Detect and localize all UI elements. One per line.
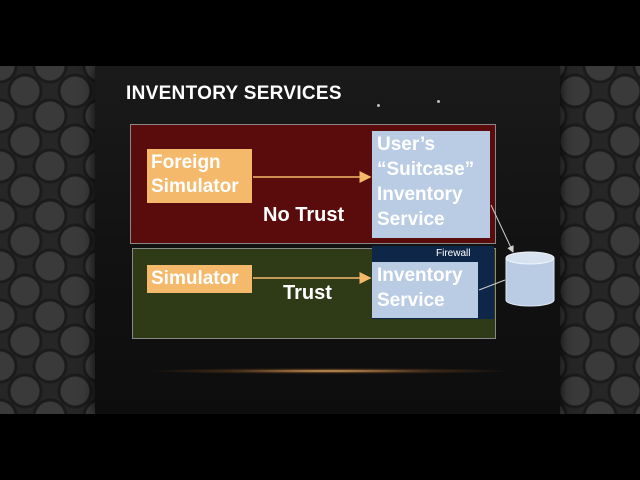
letterbox-top bbox=[0, 0, 640, 66]
inventory-service-box: Inventory Service bbox=[372, 262, 478, 318]
trust-label: Trust bbox=[283, 282, 332, 304]
slide-title: INVENTORY SERVICES bbox=[126, 83, 342, 104]
suitcase-to-database-connector bbox=[490, 204, 514, 253]
letterbox-bottom bbox=[0, 414, 640, 480]
no-trust-label: No Trust bbox=[263, 204, 345, 226]
database-cylinder-icon bbox=[505, 251, 555, 307]
simulator-box: Simulator bbox=[147, 265, 252, 293]
sparkle-decoration bbox=[437, 100, 440, 103]
suitcase-inventory-service-box: User’s “Suitcase” Inventory Service bbox=[372, 131, 490, 238]
floor-glow bbox=[150, 368, 510, 374]
sparkle-decoration bbox=[377, 104, 380, 107]
firewall-label: Firewall bbox=[436, 248, 471, 259]
foreign-simulator-box: Foreign Simulator bbox=[147, 149, 252, 203]
service-to-database-connector bbox=[478, 279, 506, 291]
